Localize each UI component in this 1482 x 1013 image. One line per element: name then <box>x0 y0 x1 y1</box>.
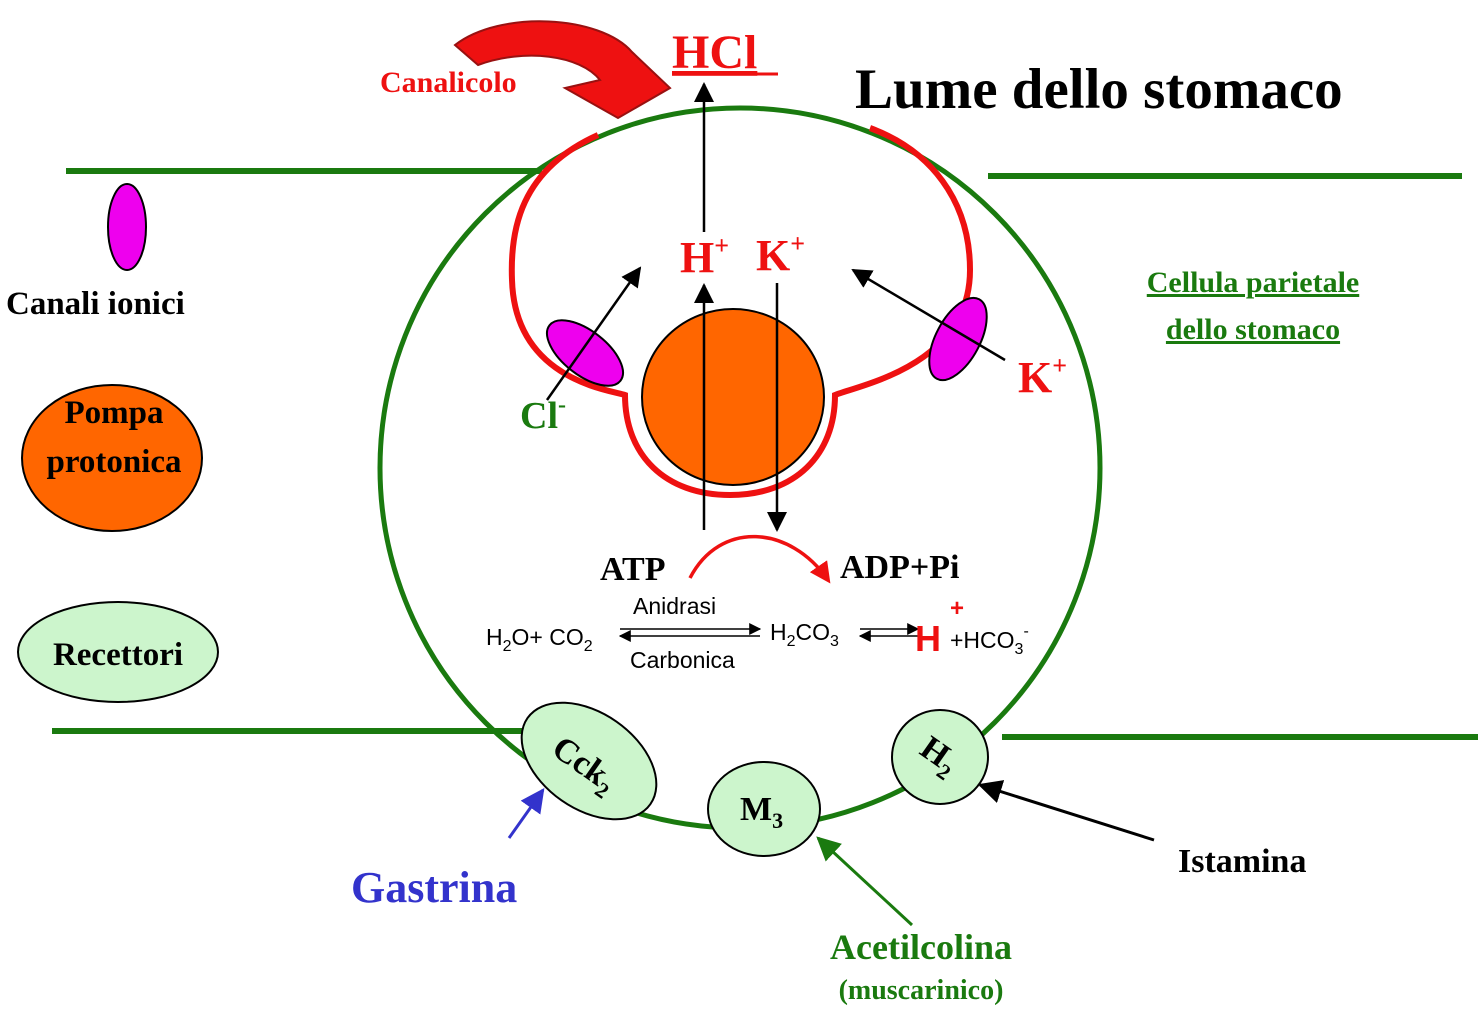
istamina-label: Istamina <box>1178 843 1306 880</box>
h2co3-formula: H2CO3 <box>770 619 839 650</box>
canaliculus-membrane <box>508 125 974 499</box>
acetilcolina-label: Acetilcolina <box>830 927 1012 967</box>
gastrina-label: Gastrina <box>351 863 517 912</box>
proton-pump <box>641 308 825 486</box>
istamina-arrow <box>977 780 1155 842</box>
cell-label-line2: dello stomaco <box>1166 313 1340 346</box>
cl-arrow <box>545 266 642 401</box>
k-ion-label: K+ <box>756 229 805 280</box>
canali-ionici-legend-icon <box>107 183 147 271</box>
gastrina-arrow <box>507 788 545 839</box>
h-plus-product: H+ <box>915 595 964 659</box>
h2-receptor <box>891 709 989 805</box>
k-channel <box>928 296 988 382</box>
atp-adp-arrow <box>688 534 831 584</box>
canalicolo-label: Canalicolo <box>380 66 517 99</box>
k-in-arrow <box>851 268 1006 362</box>
canalicolo-arrow <box>453 20 672 120</box>
acetilcolina-arrow <box>816 836 914 927</box>
cck2-receptor <box>520 701 658 821</box>
muscarinico-label: (muscarinico) <box>839 975 1004 1006</box>
m3-label: M3 <box>740 791 783 833</box>
pompa-label-line1: Pompa <box>65 395 164 431</box>
hcl-label: HCl <box>672 26 757 79</box>
canali-ionici-label: Canali ionici <box>6 286 185 322</box>
pompa-protonica-legend-icon <box>21 384 203 532</box>
adp-label: ADP+Pi <box>840 549 959 586</box>
m3-receptor <box>707 761 821 857</box>
h2o-co2-formula: H2O+ CO2 <box>486 624 593 655</box>
cell-label-line1: Cellula parietale <box>1147 266 1359 299</box>
k-ion-outside-label: K+ <box>1018 351 1067 402</box>
recettori-label: Recettori <box>53 637 183 673</box>
pompa-label-line2: protonica <box>46 444 181 480</box>
cl-ion-label: Cl- <box>520 392 566 437</box>
carbonica-label: Carbonica <box>630 647 735 673</box>
h-ion-label: H+ <box>680 231 729 282</box>
atp-label: ATP <box>600 551 665 588</box>
anidrasi-label: Anidrasi <box>633 593 716 619</box>
recettori-legend-icon <box>17 601 219 703</box>
page-title: Lume dello stomaco <box>855 58 1343 121</box>
hco3-formula: +HCO3- <box>950 623 1029 658</box>
cl-channel <box>546 319 624 387</box>
